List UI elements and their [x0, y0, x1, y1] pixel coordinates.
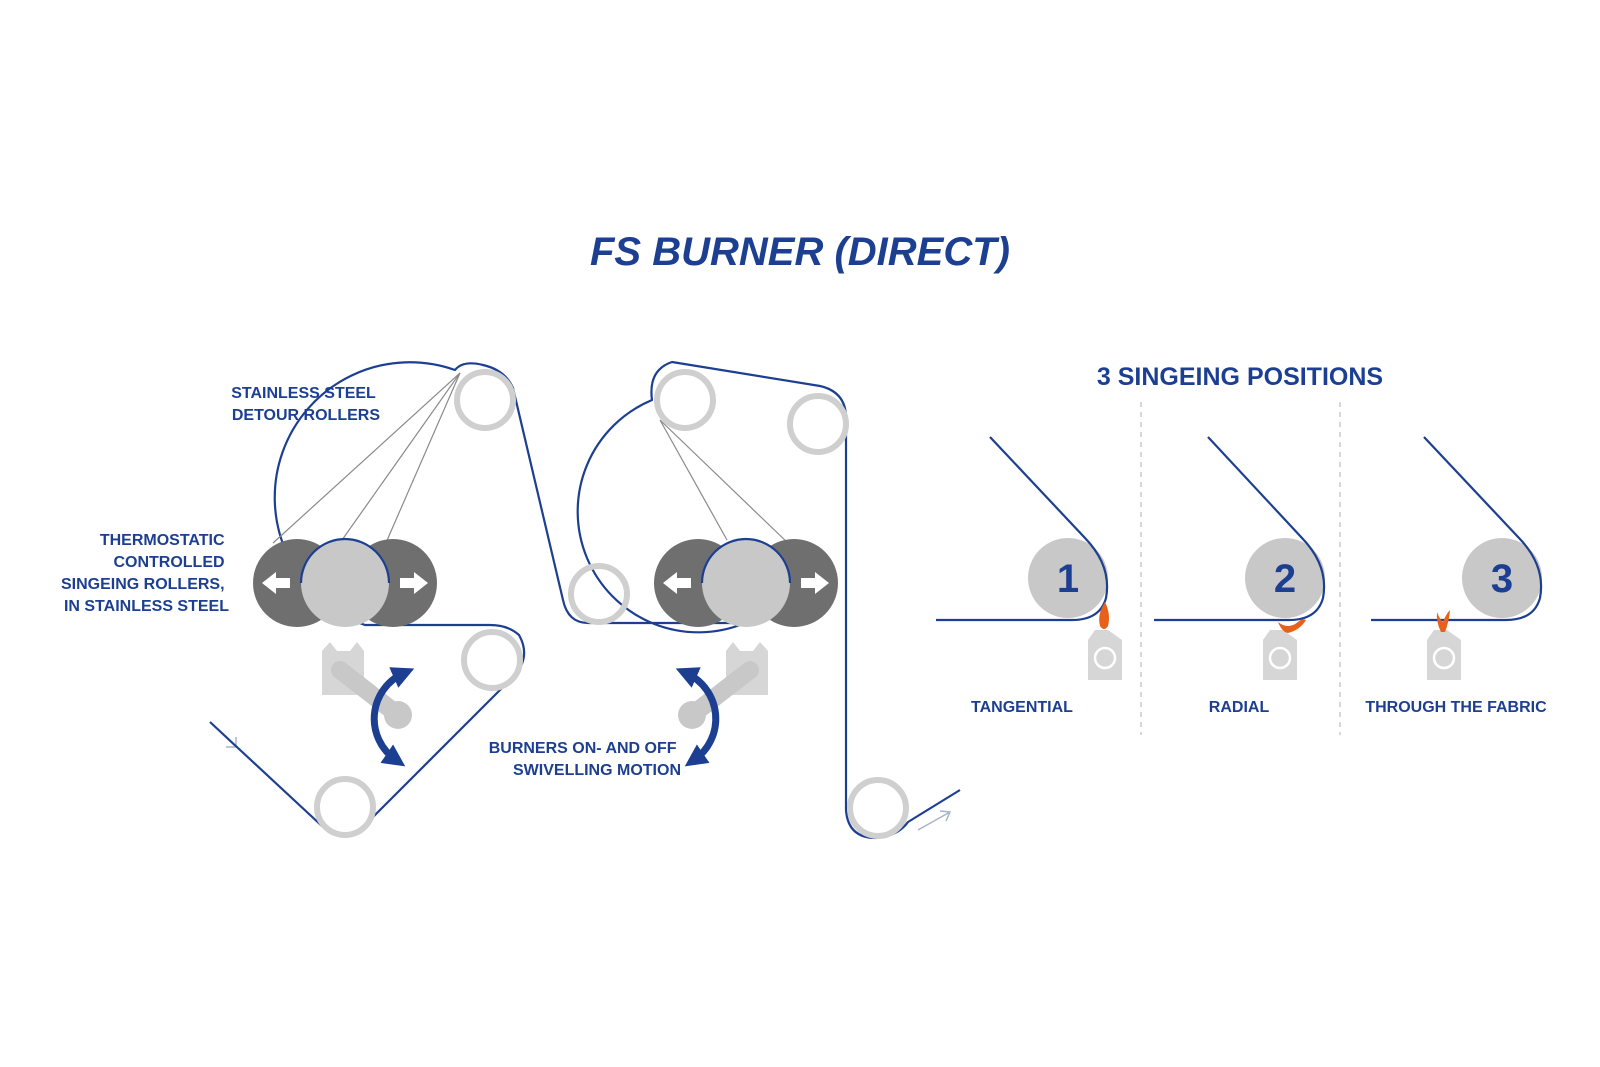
position-label: THROUGH THE FABRIC [1365, 699, 1547, 716]
label-burners-motion: BURNERS ON- AND OFF SWIVELLING MOTION [489, 740, 681, 779]
flame-icon [1436, 610, 1450, 632]
flame-icon [1278, 619, 1306, 633]
singeing-positions: 3 SINGEING POSITIONS 1 TANGENTIAL 2 RADI… [936, 363, 1547, 735]
position-tangential: 1 TANGENTIAL [936, 436, 1122, 716]
feed-out-arrow-icon [917, 810, 952, 831]
singeing-roller-group-right [654, 537, 838, 627]
burner-icon [1263, 630, 1297, 680]
arrow-right-icon [400, 572, 428, 594]
label-singeing-rollers: THERMOSTATIC CONTROLLED SINGEING ROLLERS… [61, 532, 229, 615]
detour-roller-icon [461, 629, 523, 691]
page-title: FS BURNER (DIRECT) [590, 230, 1010, 274]
position-number: 3 [1491, 557, 1513, 601]
arrow-left-icon [262, 572, 290, 594]
guide-lines [272, 372, 791, 546]
detour-roller-icon [568, 563, 630, 625]
singeing-roller-icon [1245, 538, 1325, 618]
swivel-arrow-icon [370, 667, 415, 767]
machine-diagram: STAINLESS STEEL DETOUR ROLLERS THERMOSTA… [61, 360, 961, 840]
label-detour-rollers: STAINLESS STEEL DETOUR ROLLERS [231, 385, 380, 424]
detour-roller-icon [847, 777, 909, 839]
singeing-roller-icon [702, 539, 790, 627]
flame-icon [1099, 602, 1109, 629]
detour-roller-icon [314, 776, 376, 838]
burner-icon [1427, 630, 1461, 680]
detour-roller-icon [454, 369, 516, 431]
position-through-fabric: 3 THROUGH THE FABRIC [1365, 436, 1547, 716]
position-number: 1 [1057, 557, 1079, 601]
positions-heading: 3 SINGEING POSITIONS [1097, 363, 1383, 391]
singeing-roller-icon [1462, 538, 1542, 618]
arrow-right-icon [801, 572, 829, 594]
position-label: RADIAL [1209, 699, 1270, 716]
burner-icon [1088, 630, 1122, 680]
burner-left [322, 642, 415, 767]
arrow-left-icon [663, 572, 691, 594]
position-radial: 2 RADIAL [1154, 436, 1326, 716]
position-label: TANGENTIAL [971, 699, 1073, 716]
swivel-arrow-icon [675, 667, 720, 767]
singeing-roller-icon [301, 539, 389, 627]
singeing-roller-icon [1028, 538, 1108, 618]
detour-roller-icon [787, 393, 849, 455]
singeing-roller-group-left [253, 537, 437, 627]
burner-right [675, 642, 768, 767]
position-number: 2 [1274, 557, 1296, 601]
detour-roller-icon [654, 369, 716, 431]
